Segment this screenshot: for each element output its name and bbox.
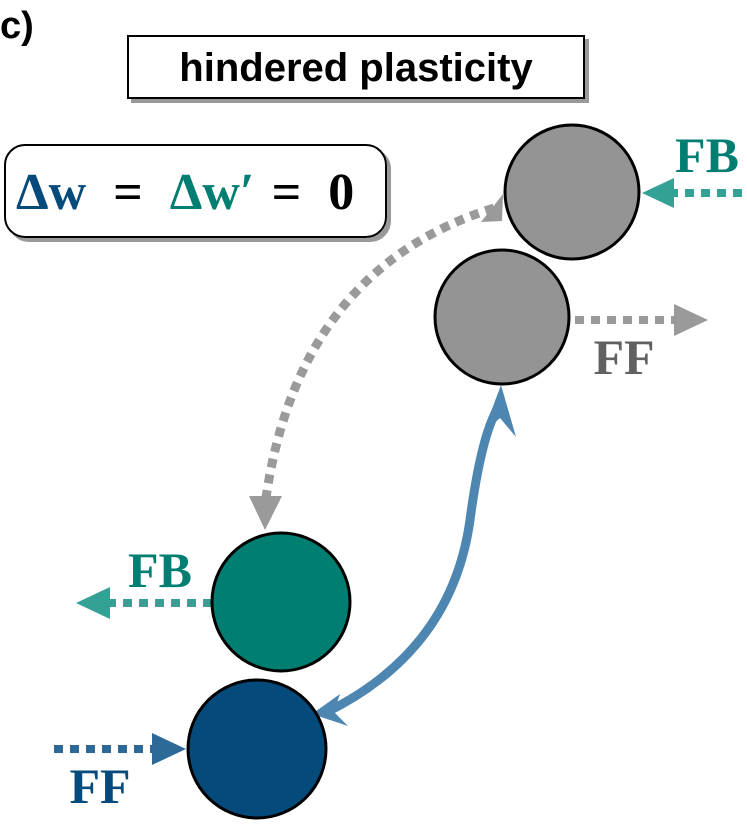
fb-bottom-arrowhead [76,587,110,619]
equation: Δw = Δw′ = 0 [16,164,354,221]
gray-arrowhead-bottom [249,496,282,530]
delta-w: Δw [16,164,87,221]
blue-arrowhead-bottom [312,694,348,726]
equals-sign: = [272,164,302,221]
blue-solid-curve-arrow [324,402,504,717]
zero-value: 0 [328,164,354,221]
gray-node-middle [433,248,571,386]
ff-top-arrowhead [674,304,708,336]
ff-top-label: FF [593,329,654,385]
gray-dotted-curve-arrow [260,203,496,506]
delta-w-prime: Δw′ [170,164,255,221]
ff-bottom-arrowhead [152,733,186,765]
panel-label: c) [0,5,34,47]
equation-box: Δw = Δw′ = 0 [4,144,387,238]
fb-top-arrowhead [642,178,674,208]
fb-top-label: FB [675,127,739,183]
teal-node [210,531,352,673]
title-box: hindered plasticity [127,35,585,99]
gray-node-top [503,123,641,261]
title: hindered plasticity [179,46,533,90]
dark-blue-node [186,678,328,820]
gray-arrowhead-top [481,194,503,222]
equals-sign: = [113,164,143,221]
blue-arrowhead-top [483,385,516,437]
ff-bottom-label: FF [69,758,130,814]
fb-bottom-label: FB [128,542,192,598]
